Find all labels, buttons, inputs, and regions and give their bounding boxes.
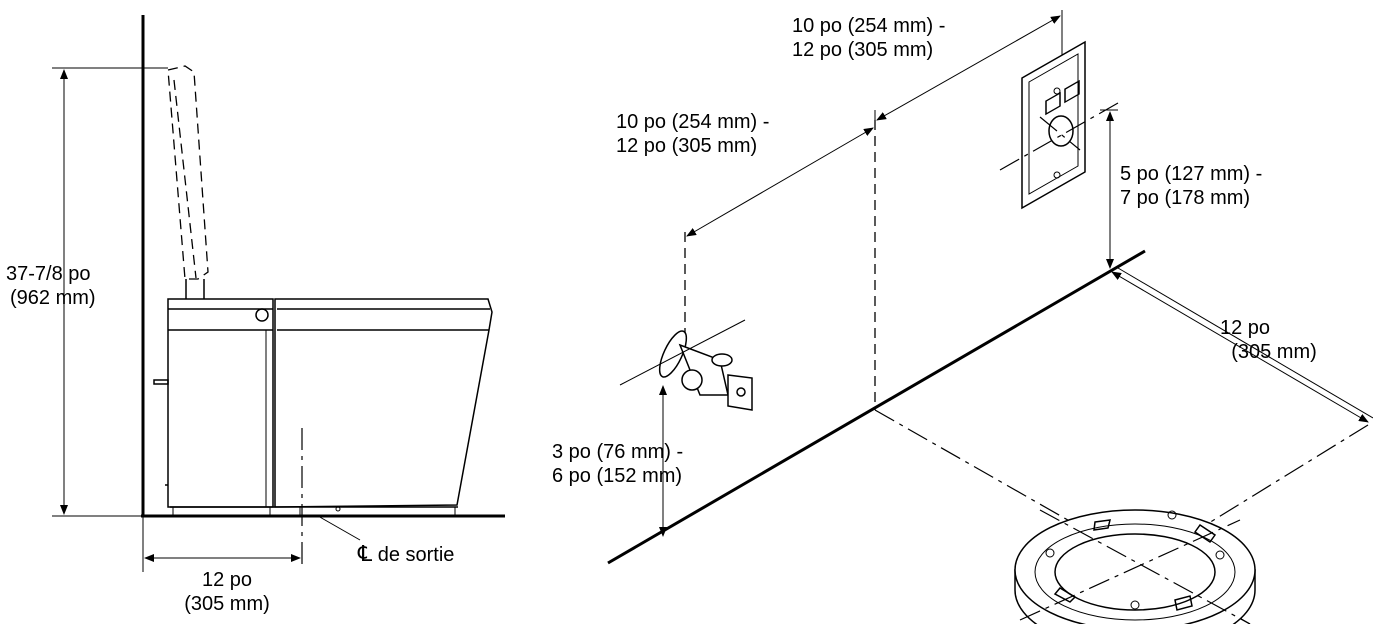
supply-height-line1: 3 po (76 mm) -: [552, 441, 684, 463]
supply-spacing-line1: 10 po (254 mm) -: [616, 111, 770, 133]
flange-distance-arrow: [1111, 271, 1369, 423]
supply-height-label: 3 po (76 mm) - 6 po (152 mm): [552, 440, 683, 488]
outlet-socket-icon: [1048, 115, 1074, 147]
height-label-line1: 37-7/8 po: [6, 263, 91, 285]
depth-label-line1: 12 po: [201, 569, 253, 591]
flange-distance-line1: 12 po: [1220, 317, 1271, 339]
side-view: [52, 15, 505, 572]
centerline-symbol-icon: ℄: [358, 541, 373, 566]
centerline-label: ℄ de sortie: [358, 542, 454, 567]
flange-distance-line2: (305 mm): [1231, 341, 1317, 363]
depth-label-line2: (305 mm): [184, 593, 270, 615]
control-knob-icon: [255, 308, 269, 322]
iso-view: [607, 10, 1373, 624]
height-label: 37-7/8 po (962 mm): [6, 262, 96, 310]
depth-label: 12 po (305 mm): [172, 568, 282, 616]
flange-distance-label: 12 po (305 mm): [1212, 316, 1336, 364]
electrical-outlet-plate: [1021, 40, 1086, 210]
lid-raised-dashed: [167, 65, 209, 280]
supply-valve-icon: [619, 319, 753, 411]
outlet-spacing-label: 10 po (254 mm) - 12 po (305 mm): [792, 14, 945, 62]
closet-flange-icon: [1014, 509, 1256, 624]
wall-floor-line: [607, 249, 1146, 565]
supply-spacing-line2: 12 po (305 mm): [616, 135, 758, 157]
outlet-height-line2: 7 po (178 mm): [1120, 187, 1251, 209]
outlet-height-label: 5 po (127 mm) - 7 po (178 mm): [1120, 162, 1262, 210]
outlet-height-line1: 5 po (127 mm) -: [1120, 163, 1263, 185]
outlet-spacing-arrow: [876, 15, 1061, 121]
supply-spacing-arrow: [686, 127, 874, 237]
supply-height-line2: 6 po (152 mm): [552, 465, 683, 487]
height-label-line2: (962 mm): [10, 287, 96, 309]
outlet-spacing-line2: 12 po (305 mm): [792, 39, 934, 61]
outlet-spacing-line1: 10 po (254 mm) -: [792, 15, 946, 37]
supply-spacing-label: 10 po (254 mm) - 12 po (305 mm): [616, 110, 769, 158]
centerline-text: de sortie: [377, 544, 455, 566]
